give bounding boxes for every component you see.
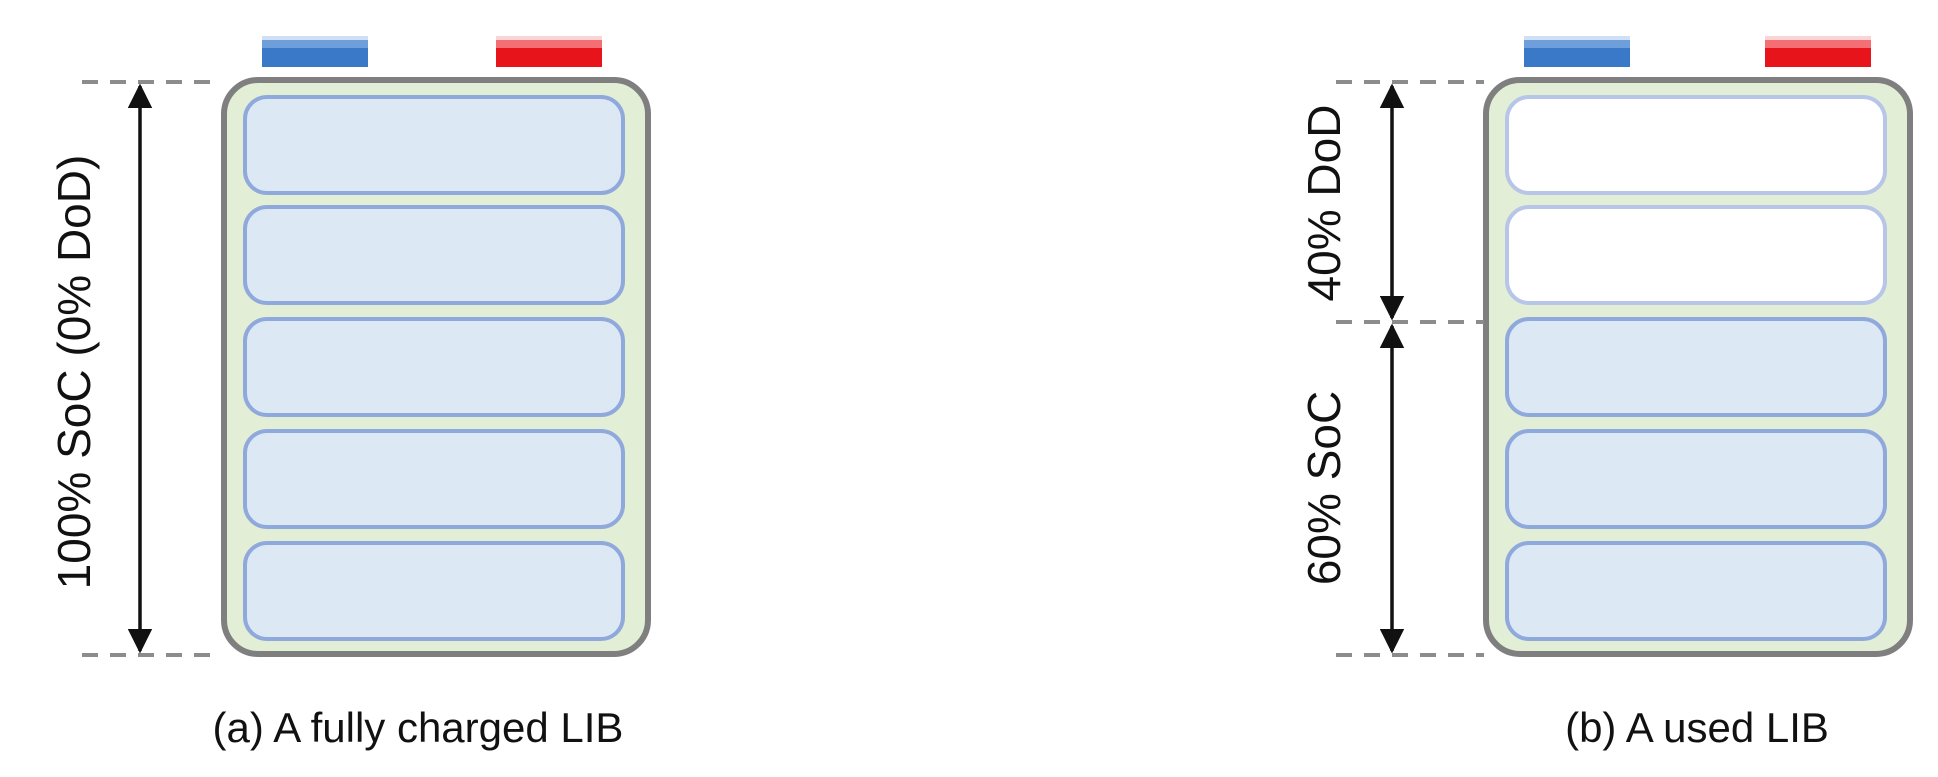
cell-stack [1505, 95, 1887, 641]
soc-label: 100% SoC (0% DoD) [48, 155, 100, 590]
battery-cell-charged [243, 429, 625, 529]
battery-cell-charged [1505, 317, 1887, 417]
dod-label: 40% DoD [1298, 105, 1350, 302]
panel-a: 100% SoC (0% DoD) (a) A fully charged LI… [48, 36, 651, 751]
negative-terminal-icon [262, 36, 368, 67]
battery-cell-charged [243, 541, 625, 641]
panel-a-caption: (a) A fully charged LIB [213, 704, 624, 751]
positive-terminal-icon [496, 36, 602, 67]
battery-cell-charged [243, 95, 625, 195]
negative-terminal-icon [1524, 36, 1630, 67]
battery-cell-charged [1505, 541, 1887, 641]
battery-cell-empty [1505, 95, 1887, 195]
positive-terminal-icon [1765, 36, 1871, 67]
panel-b-caption: (b) A used LIB [1565, 704, 1829, 751]
cell-stack [243, 95, 625, 641]
soc-label: 60% SoC [1298, 391, 1350, 585]
battery-cell-empty [1505, 205, 1887, 305]
panel-b: 40% DoD 60% SoC (b) A used LIB [1298, 36, 1913, 751]
battery-cell-charged [1505, 429, 1887, 529]
battery-cell-charged [243, 205, 625, 305]
battery-cell-charged [243, 317, 625, 417]
